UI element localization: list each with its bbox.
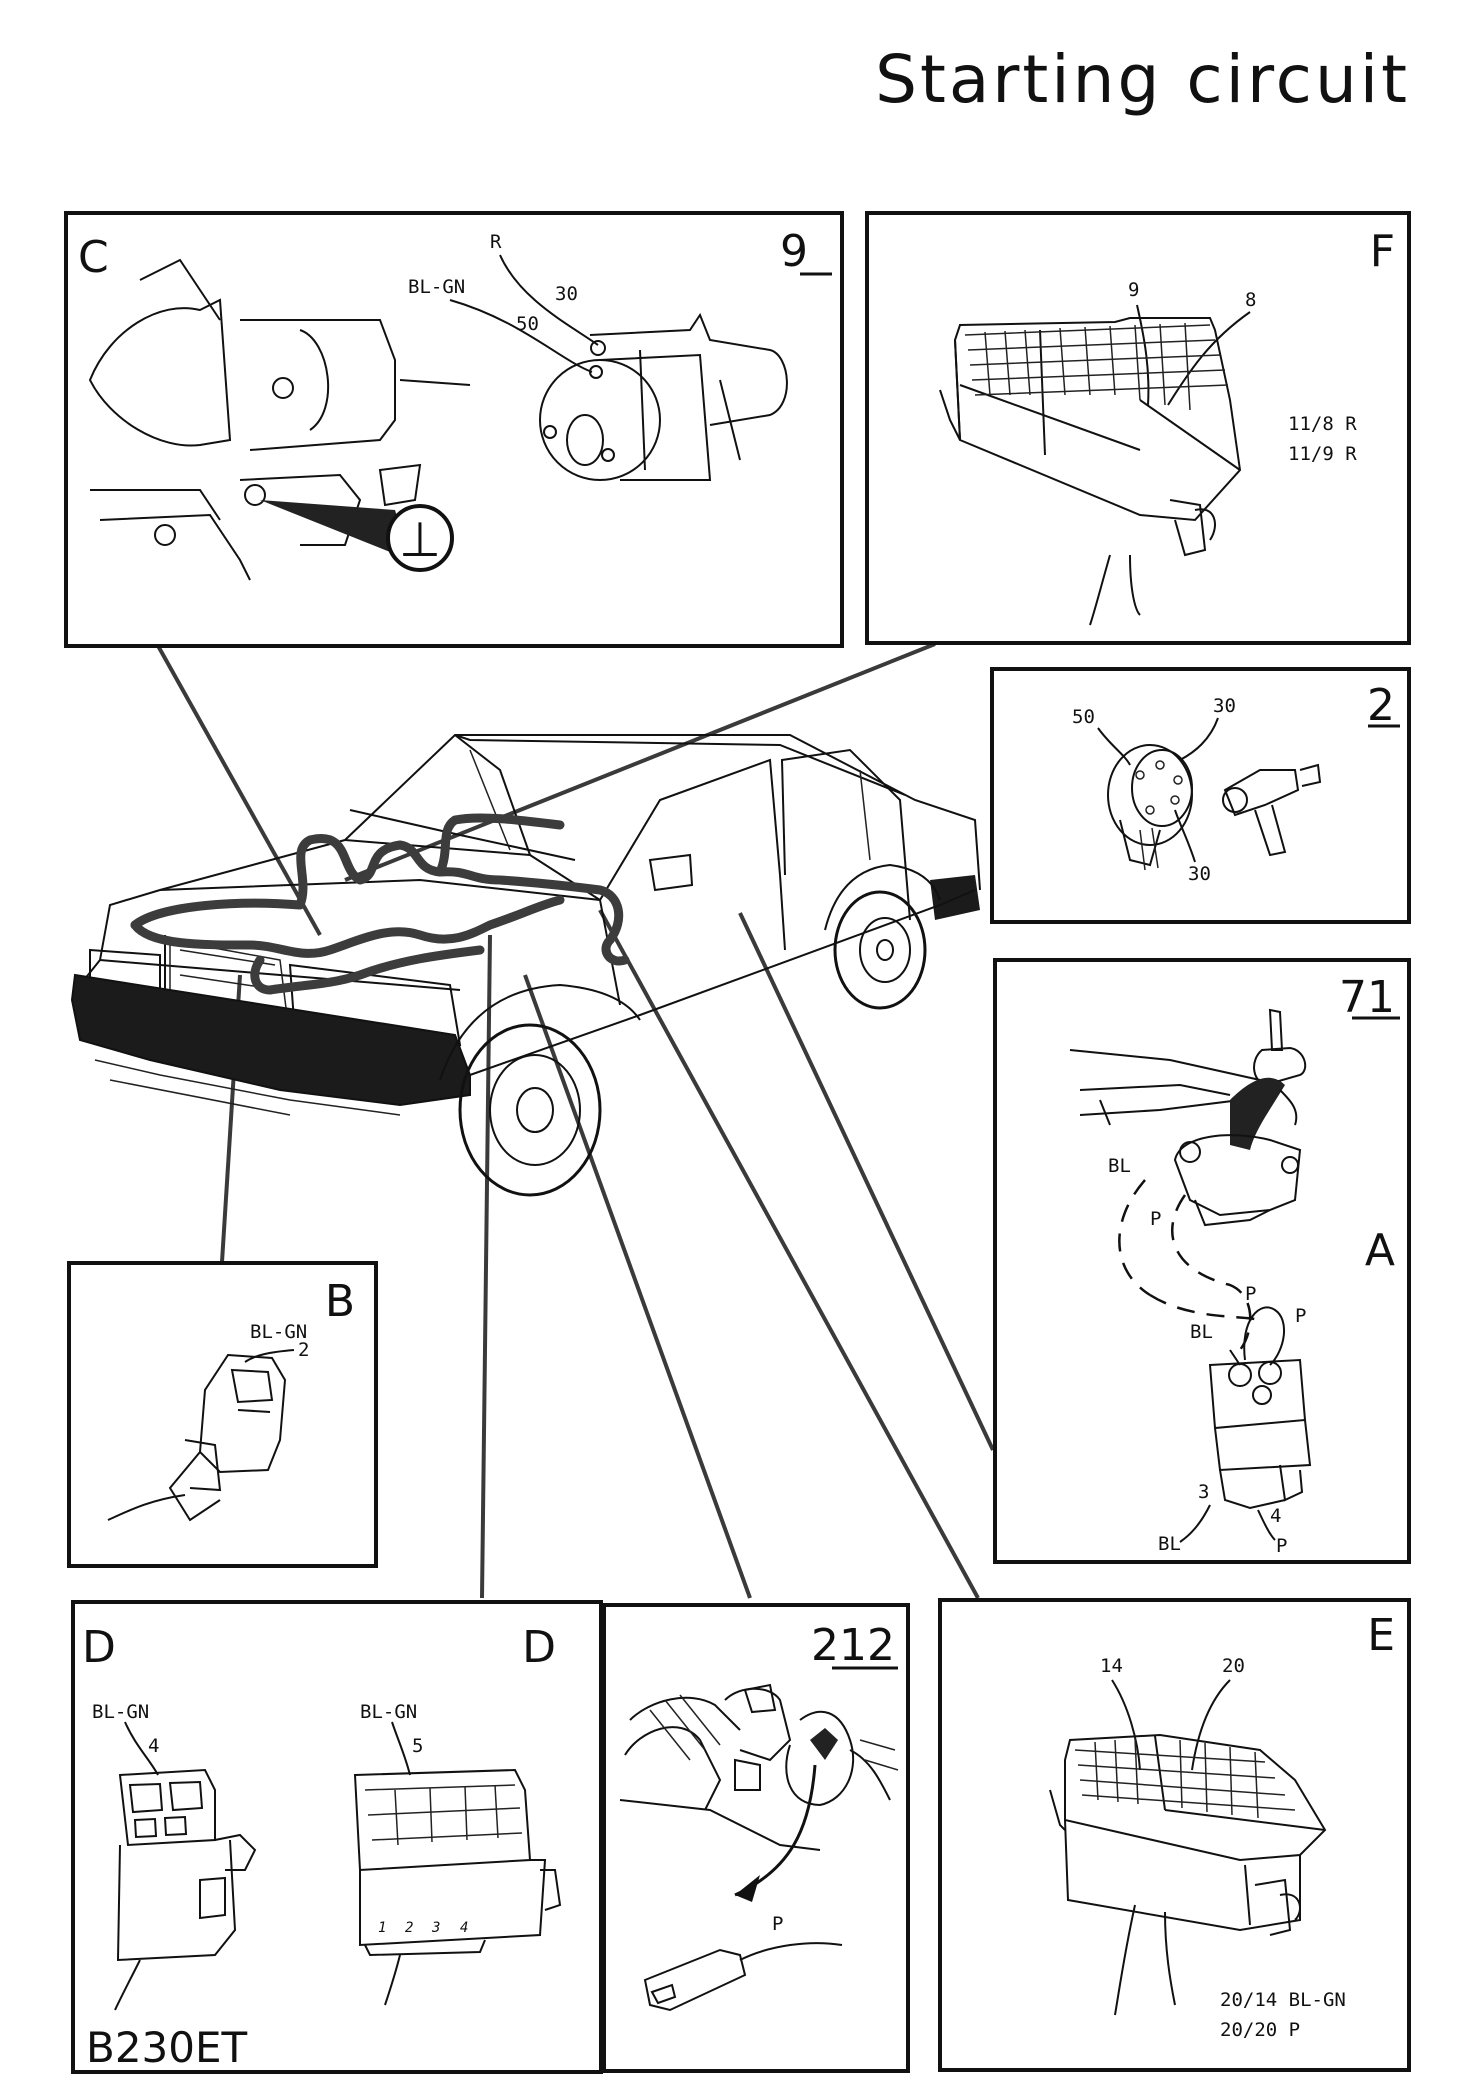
wire-p-right: P bbox=[1295, 1305, 1306, 1327]
pin-14-label: 14 bbox=[1100, 1655, 1123, 1677]
panel-d-letter-right: D bbox=[522, 1622, 556, 1673]
wire-p-upper: P bbox=[1245, 1283, 1256, 1305]
terminal-30-top-label: 30 bbox=[1213, 695, 1236, 717]
wire-bl-mid: BL bbox=[1190, 1321, 1213, 1343]
connector-cavities bbox=[1074, 1737, 1296, 1819]
car-illustration bbox=[70, 734, 981, 1197]
panel-e-connector: E 14 20 20/14 BL-GN 20/20 P bbox=[938, 1598, 1411, 2072]
wire-bl-bottom: BL bbox=[1158, 1533, 1181, 1555]
terminal-30-label: 30 bbox=[555, 283, 578, 305]
pin-4-label: 4 bbox=[1270, 1505, 1281, 1527]
pin-5-label: 5 bbox=[412, 1735, 423, 1757]
ground-symbol: ⊥ bbox=[399, 512, 441, 568]
wire-blgn-label: BL-GN bbox=[250, 1321, 307, 1343]
panel-d-letter-left: D bbox=[82, 1622, 116, 1673]
panel-b-letter: B bbox=[325, 1276, 355, 1327]
wire-blgn-right: BL-GN bbox=[360, 1701, 417, 1723]
terminal-50-label: 50 bbox=[1072, 706, 1095, 728]
pin-line-1: 20/14 BL-GN bbox=[1220, 1989, 1346, 2011]
panel-f-connector: F 9 8 11/8 R 11/9 R bbox=[865, 211, 1411, 645]
terminal-1: 1 bbox=[378, 1920, 386, 1936]
pin-8-label: 8 bbox=[1245, 289, 1256, 311]
panel-b-connector: B BL-GN 2 bbox=[67, 1261, 378, 1568]
panel-f-letter: F bbox=[1370, 226, 1395, 277]
pin-3-label: 3 bbox=[1198, 1481, 1209, 1503]
terminal-3: 3 bbox=[431, 1920, 440, 1936]
page-title: Starting circuit bbox=[875, 41, 1410, 118]
terminal-50-label: 50 bbox=[516, 313, 539, 335]
connector-cavities bbox=[964, 322, 1229, 411]
pin-2-label: 2 bbox=[298, 1339, 309, 1361]
panel-212-number: 212 bbox=[811, 1620, 895, 1671]
panel-c-starter: C 9 R BL-GN 30 50 ⊥ bbox=[64, 211, 844, 648]
panel-2-number: 2 bbox=[1367, 680, 1395, 731]
wire-r-label: R bbox=[490, 231, 502, 253]
wire-p-bottom: P bbox=[1276, 1535, 1287, 1557]
panel-2-ignition-switch: 2 50 30 30 bbox=[990, 667, 1411, 924]
panel-71-number: 71 bbox=[1339, 972, 1395, 1023]
panel-c-letter: C bbox=[78, 232, 109, 283]
panel-a-letter: A bbox=[1365, 1225, 1395, 1276]
wire-p-label: P bbox=[772, 1913, 783, 1935]
panel-c-number: 9 bbox=[780, 226, 808, 277]
terminal-4: 4 bbox=[460, 1920, 468, 1936]
pin-20-label: 20 bbox=[1222, 1655, 1245, 1677]
pin-9-label: 9 bbox=[1128, 279, 1139, 301]
pin-line-2: 20/20 P bbox=[1220, 2019, 1300, 2041]
engine-code: B230ET bbox=[86, 2023, 248, 2072]
wire-bl-top: BL bbox=[1108, 1155, 1131, 1177]
panel-e-letter: E bbox=[1367, 1610, 1395, 1661]
terminal-30-bottom-label: 30 bbox=[1188, 863, 1211, 885]
fuse-line-1: 11/8 R bbox=[1288, 413, 1357, 435]
pointer-lines bbox=[155, 642, 995, 1599]
panel-212-sensor: 212 P bbox=[602, 1603, 910, 2073]
terminal-2: 2 bbox=[405, 1920, 413, 1936]
pin-4-label: 4 bbox=[148, 1735, 159, 1757]
wire-blgn-left: BL-GN bbox=[92, 1701, 149, 1723]
wire-blgn-label: BL-GN bbox=[408, 276, 465, 298]
panel-d-connectors: D D BL-GN 4 BL-GN 5 1 2 3 4 B230ET bbox=[71, 1600, 603, 2074]
terminal-numbers: 1 2 3 4 bbox=[378, 1920, 468, 1936]
fuse-line-2: 11/9 R bbox=[1288, 443, 1357, 465]
wire-p-mid: P bbox=[1150, 1208, 1161, 1230]
panel-71-gear-selector: 71 A BL P P P BL 3 4 BL P bbox=[993, 958, 1411, 1564]
